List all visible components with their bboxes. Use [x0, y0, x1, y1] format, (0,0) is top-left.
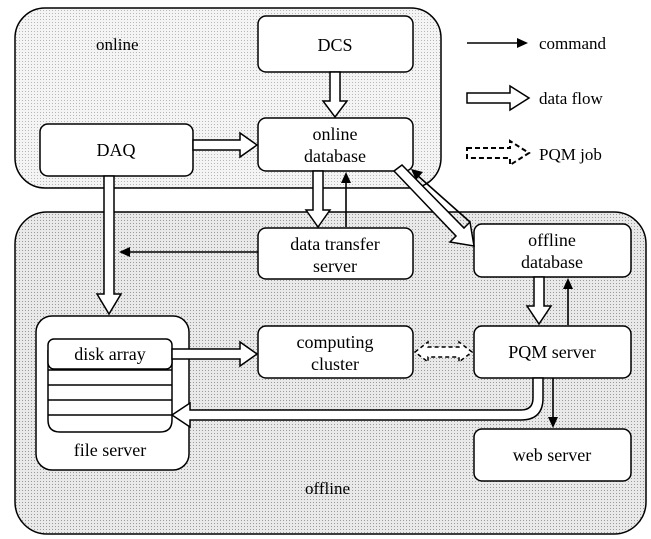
legend-data-flow-label: data flow — [539, 89, 603, 108]
web-server-label: web server — [513, 445, 591, 465]
computing-cluster-label-line1: computing — [297, 332, 374, 352]
offline-database-box: offline database — [473, 223, 632, 278]
dcs-box: DCS — [257, 15, 414, 73]
flow-dcs-to-online-database — [321, 71, 349, 119]
data-transfer-server-label-line1: data transfer — [290, 234, 379, 254]
flow-online-database-to-offline-database — [392, 164, 475, 247]
disk-array-icon — [47, 338, 173, 433]
legend-pqm-job-arrow-icon — [466, 139, 531, 167]
command-data-transfer-server-to-online-database-head — [341, 172, 351, 183]
offline-region-label: offline — [305, 479, 350, 498]
flow-daq-to-online-database — [192, 131, 259, 159]
legend-data-flow: data flow — [466, 84, 603, 112]
computing-cluster-label-line2: cluster — [311, 354, 359, 374]
command-offline-database-to-online-database-head — [411, 169, 423, 180]
flow-daq-to-file-server — [95, 175, 123, 316]
pqm-server-label: PQM server — [508, 342, 596, 362]
pqm-job-arrow — [413, 340, 474, 364]
flow-offline-database-to-pqm-server — [525, 276, 553, 326]
command-pqm-server-to-web-server-head — [548, 417, 558, 428]
offline-database-label-line2: database — [521, 252, 583, 272]
offline-database-label-line1: offline — [528, 230, 576, 250]
legend-pqm-job-label: PQM job — [539, 145, 602, 164]
command-pqm-server-to-offline-database-head — [563, 278, 573, 289]
daq-label: DAQ — [97, 140, 136, 160]
online-database-label-line2: database — [304, 146, 366, 166]
legend-command-label: command — [539, 34, 607, 53]
legend: command data flow PQM job — [466, 34, 607, 167]
online-database-box: online database — [257, 117, 414, 172]
legend-pqm-job: PQM job — [466, 139, 602, 167]
pqm-server-box: PQM server — [473, 325, 632, 379]
flow-pqm-server-to-file-server — [170, 377, 544, 429]
commands — [119, 169, 573, 428]
flow-online-database-to-data-transfer-server — [304, 170, 332, 229]
data-transfer-server-box: data transfer server — [257, 227, 414, 280]
file-server-label: file server — [74, 440, 146, 460]
online-database-label-line1: online — [313, 124, 358, 144]
daq-box: DAQ — [39, 123, 194, 177]
online-region-label: online — [96, 35, 139, 54]
flow-disk-array-to-computing-cluster — [171, 340, 259, 368]
command-offline-database-to-online-database-line — [416, 174, 471, 223]
web-server-box: web server — [473, 428, 632, 482]
legend-data-flow-arrow-icon — [466, 84, 531, 112]
command-data-transfer-server-to-daq-head — [119, 247, 130, 257]
legend-command: command — [467, 34, 607, 53]
file-server-box: disk array file server — [35, 315, 190, 471]
data-flows — [95, 71, 553, 429]
computing-cluster-box: computing cluster — [257, 325, 414, 379]
disk-array-label: disk array — [74, 344, 145, 364]
data-transfer-server-label-line2: server — [313, 256, 357, 276]
legend-command-arrow-icon — [517, 38, 528, 48]
dcs-label: DCS — [317, 35, 352, 55]
